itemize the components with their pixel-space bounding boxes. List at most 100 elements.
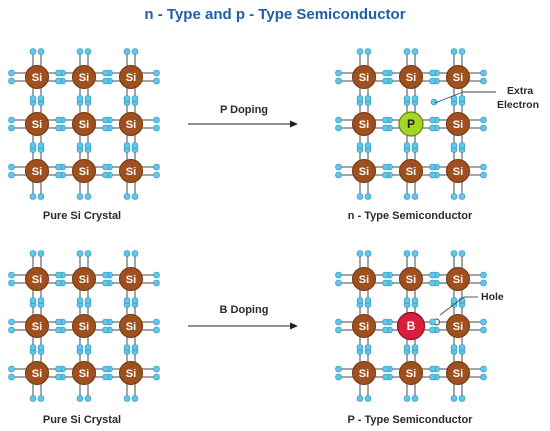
valence-electron <box>480 326 487 334</box>
valence-electron <box>382 163 389 171</box>
valence-electron <box>8 124 15 132</box>
valence-electron <box>480 163 487 171</box>
p-doping-arrowhead <box>290 120 298 128</box>
silicon-label: Si <box>79 321 89 333</box>
silicon-label: Si <box>359 119 369 131</box>
valence-electron <box>123 48 131 55</box>
silicon-label: Si <box>79 119 89 131</box>
valence-electron <box>364 142 372 149</box>
valence-electron <box>364 48 372 55</box>
silicon-label: Si <box>359 274 369 286</box>
valence-electron <box>8 318 15 326</box>
valence-electron <box>403 193 411 200</box>
phosphorus-atom <box>398 111 424 137</box>
valence-electron <box>55 271 62 279</box>
valence-electron <box>8 365 15 373</box>
valence-electron <box>364 95 372 102</box>
valence-electron <box>335 365 342 373</box>
silicon-atom <box>352 361 376 385</box>
valence-electron <box>8 77 15 85</box>
silicon-label: Si <box>453 274 463 286</box>
silicon-atom <box>352 267 376 291</box>
silicon-atom <box>25 65 49 89</box>
valence-electron <box>153 77 160 85</box>
silicon-label: Si <box>32 166 42 178</box>
silicon-atom <box>446 267 470 291</box>
valence-electron <box>403 142 411 149</box>
valence-electron <box>411 142 419 149</box>
valence-electron <box>429 77 436 85</box>
valence-electron <box>84 48 92 55</box>
silicon-label: Si <box>32 321 42 333</box>
valence-electron <box>335 171 342 179</box>
silicon-atom <box>399 361 423 385</box>
silicon-atom <box>72 267 96 291</box>
silicon-label: Si <box>359 368 369 380</box>
silicon-atom <box>446 112 470 136</box>
b-doping-label: B Doping <box>220 304 269 316</box>
valence-electron <box>8 373 15 381</box>
boron-atom <box>396 311 426 341</box>
valence-electron <box>131 48 139 55</box>
valence-electron <box>429 116 436 124</box>
valence-electron <box>37 48 45 55</box>
phosphorus-label: P <box>407 117 415 131</box>
valence-electron <box>429 373 436 381</box>
silicon-atom <box>25 314 49 338</box>
valence-electron <box>102 279 109 287</box>
valence-electron <box>480 271 487 279</box>
valence-electron <box>84 142 92 149</box>
valence-electron <box>458 193 466 200</box>
caption-pure-si-bottom: Pure Si Crystal <box>43 414 121 426</box>
valence-electron <box>403 395 411 402</box>
extra-electron <box>430 98 438 106</box>
valence-electron <box>356 193 364 200</box>
valence-electron <box>335 326 342 334</box>
valence-electron <box>153 163 160 171</box>
valence-electron <box>55 279 62 287</box>
valence-electron <box>411 48 419 55</box>
silicon-label: Si <box>32 72 42 84</box>
valence-electron <box>458 250 466 257</box>
valence-electron <box>37 142 45 149</box>
valence-electron <box>458 344 466 351</box>
valence-electron <box>480 365 487 373</box>
valence-electron <box>29 48 37 55</box>
valence-electron <box>429 271 436 279</box>
silicon-atom <box>72 314 96 338</box>
valence-electron <box>480 318 487 326</box>
valence-electron <box>153 116 160 124</box>
valence-electron <box>382 365 389 373</box>
valence-electron <box>335 373 342 381</box>
hole-leader <box>439 296 465 316</box>
b-doping-arrow: B Doping <box>188 304 298 330</box>
valence-electron <box>356 48 364 55</box>
valence-electron <box>123 250 131 257</box>
valence-electron <box>153 318 160 326</box>
silicon-label: Si <box>406 368 416 380</box>
valence-electron <box>480 69 487 77</box>
valence-electron <box>102 318 109 326</box>
valence-electron <box>102 171 109 179</box>
valence-electron <box>123 142 131 149</box>
valence-electron <box>335 318 342 326</box>
valence-electron <box>29 95 37 102</box>
valence-electron <box>364 297 372 304</box>
valence-electron <box>55 318 62 326</box>
extra-electron-label-line2: Electron <box>497 99 539 111</box>
valence-electron <box>84 344 92 351</box>
valence-electron <box>429 326 436 334</box>
valence-electron <box>335 124 342 132</box>
silicon-atom <box>352 159 376 183</box>
valence-electron <box>55 171 62 179</box>
valence-electron <box>131 142 139 149</box>
extra-electron-leader <box>434 91 464 104</box>
valence-electron <box>153 373 160 381</box>
valence-electron <box>450 48 458 55</box>
valence-electron <box>403 297 411 304</box>
silicon-atom <box>399 267 423 291</box>
valence-electron <box>131 297 139 304</box>
silicon-atom <box>72 159 96 183</box>
valence-electron <box>102 163 109 171</box>
